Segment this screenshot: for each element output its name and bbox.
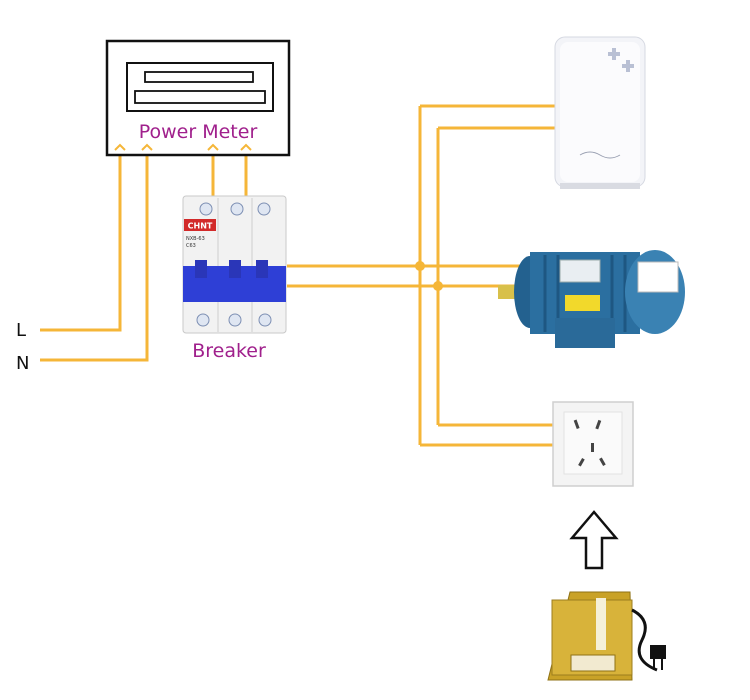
power-meter-icon — [105, 39, 291, 157]
breaker-icon: CHNT NXB-63 C63 — [182, 195, 287, 334]
wire-line-in — [40, 150, 122, 332]
neutral-label: N — [16, 353, 29, 374]
air-purifier-icon — [554, 36, 646, 189]
wall-socket-icon — [552, 401, 634, 487]
junction-dot — [433, 281, 443, 291]
electric-motor-icon — [498, 250, 685, 348]
breaker-label: Breaker — [192, 340, 266, 362]
power-saver-device-icon — [547, 591, 666, 681]
power-meter-label: Power Meter — [139, 121, 258, 143]
breaker-model: NXB-63 — [186, 236, 205, 242]
breaker-rating: C63 — [186, 243, 196, 249]
breaker-brand: CHNT — [188, 222, 213, 231]
up-arrow-icon — [569, 510, 619, 570]
line-label: L — [16, 320, 26, 341]
wire-neutral-in — [40, 150, 149, 362]
wires — [40, 104, 555, 447]
junction-dot — [415, 261, 425, 271]
